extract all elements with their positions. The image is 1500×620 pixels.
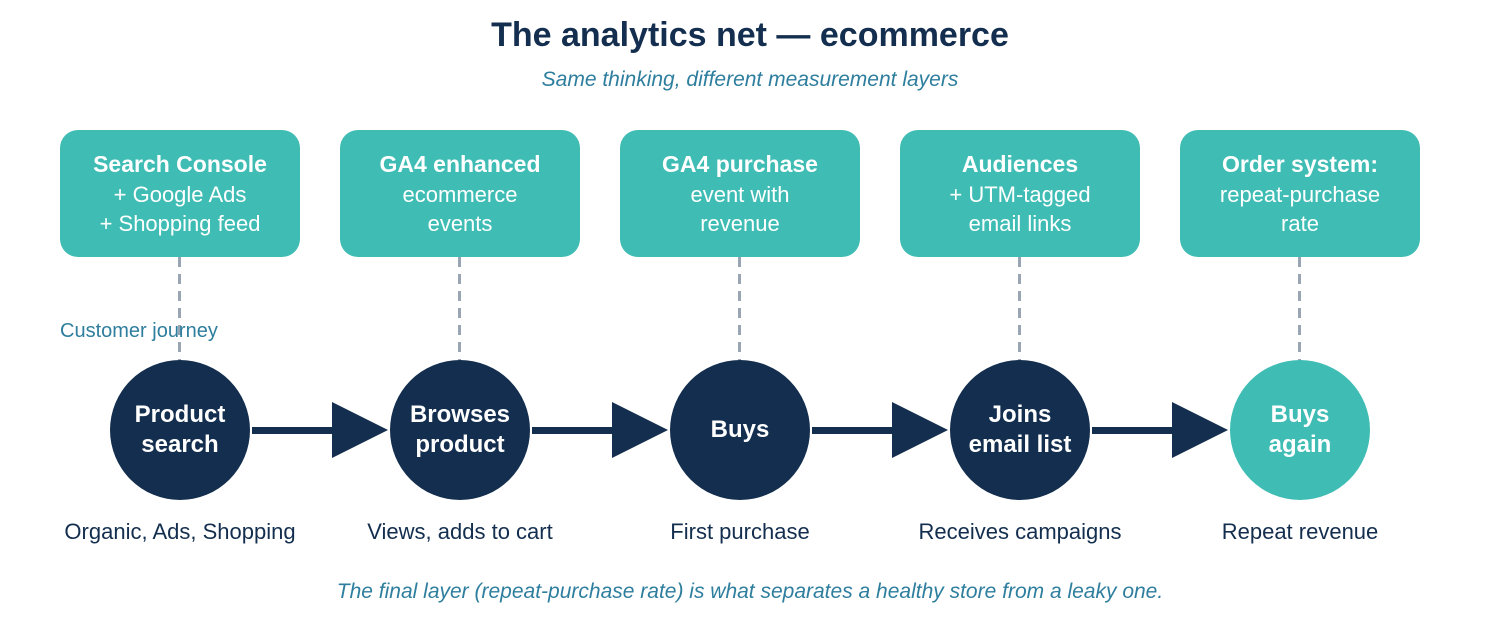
- step-caption: Receives campaigns: [918, 519, 1122, 544]
- journey-column: Audiences + UTM-tagged email links Joins…: [880, 0, 1160, 620]
- box-line: email links: [968, 210, 1072, 236]
- journey-column: Order system: repeat-purchase rate Buys …: [1160, 0, 1440, 620]
- journey-column: Search Console + Google Ads + Shopping f…: [40, 0, 320, 620]
- box-line: events: [427, 210, 493, 236]
- step-caption: Organic, Ads, Shopping: [64, 519, 296, 544]
- circle-label-line: Joins: [988, 401, 1052, 428]
- step-caption: First purchase: [670, 519, 810, 544]
- journey-column: GA4 enhanced ecommerce events Browses pr…: [320, 0, 600, 620]
- arrowhead-icon: [1172, 402, 1228, 458]
- circle-label-line: Buys: [1270, 401, 1330, 428]
- footer-note: The final layer (repeat-purchase rate) i…: [336, 580, 1164, 603]
- step-caption: Repeat revenue: [1221, 519, 1379, 544]
- arrowhead-icon: [612, 402, 668, 458]
- circle-label-line: Product: [134, 401, 226, 428]
- connector-dashed-line: [1298, 257, 1301, 361]
- circle-label-line: product: [415, 431, 505, 458]
- box-line: repeat-purchase: [1219, 181, 1381, 207]
- box-line: + Shopping feed: [99, 210, 261, 236]
- box-line: revenue: [700, 210, 780, 236]
- circle-label-line: Browses: [409, 401, 511, 428]
- circle-label-line: search: [141, 431, 219, 458]
- connector-dashed-line: [738, 257, 741, 361]
- arrow-shaft: [1092, 427, 1174, 434]
- journey-step-circle: Browses product: [390, 360, 530, 500]
- page-title: The analytics net — ecommerce: [491, 16, 1009, 54]
- journey-label: Customer journey: [60, 320, 218, 342]
- measurement-box: Audiences + UTM-tagged email links: [900, 130, 1140, 257]
- arrow-shaft: [812, 427, 894, 434]
- box-heading: GA4 enhanced: [379, 151, 541, 178]
- journey-step-circle: Buys: [670, 360, 810, 500]
- box-line: ecommerce: [402, 181, 518, 207]
- box-heading: GA4 purchase: [662, 151, 818, 178]
- connector-dashed-line: [458, 257, 461, 361]
- measurement-box: Order system: repeat-purchase rate: [1180, 130, 1420, 257]
- box-line: rate: [1281, 210, 1319, 236]
- box-line: + Google Ads: [113, 181, 247, 207]
- box-line: + UTM-tagged: [949, 181, 1091, 207]
- measurement-box: GA4 purchase event with revenue: [620, 130, 860, 257]
- arrow-shaft: [532, 427, 614, 434]
- arrow-shaft: [252, 427, 334, 434]
- arrowhead-icon: [892, 402, 948, 458]
- flow-arrow: [252, 402, 388, 458]
- circle-label-line: Buys: [710, 416, 770, 443]
- connector-dashed-line: [1018, 257, 1021, 361]
- journey-step-circle: Buys again: [1230, 360, 1370, 500]
- page-subtitle: Same thinking, different measurement lay…: [541, 68, 959, 91]
- measurement-box: Search Console + Google Ads + Shopping f…: [60, 130, 300, 257]
- journey-column: GA4 purchase event with revenue Buys Fir…: [600, 0, 880, 620]
- arrowhead-icon: [332, 402, 388, 458]
- measurement-box: GA4 enhanced ecommerce events: [340, 130, 580, 257]
- box-heading: Audiences: [961, 151, 1079, 178]
- flow-arrow: [812, 402, 948, 458]
- journey-step-circle: Joins email list: [950, 360, 1090, 500]
- flow-arrow: [532, 402, 668, 458]
- box-line: event with: [690, 181, 790, 207]
- connector-dashed-line: [178, 257, 181, 361]
- flow-arrow: [1092, 402, 1228, 458]
- box-heading: Search Console: [93, 151, 267, 178]
- circle-label-line: email list: [968, 431, 1072, 458]
- step-caption: Views, adds to cart: [367, 519, 553, 544]
- box-heading: Order system:: [1222, 151, 1378, 178]
- journey-step-circle: Product search: [110, 360, 250, 500]
- circle-label-line: again: [1268, 431, 1332, 458]
